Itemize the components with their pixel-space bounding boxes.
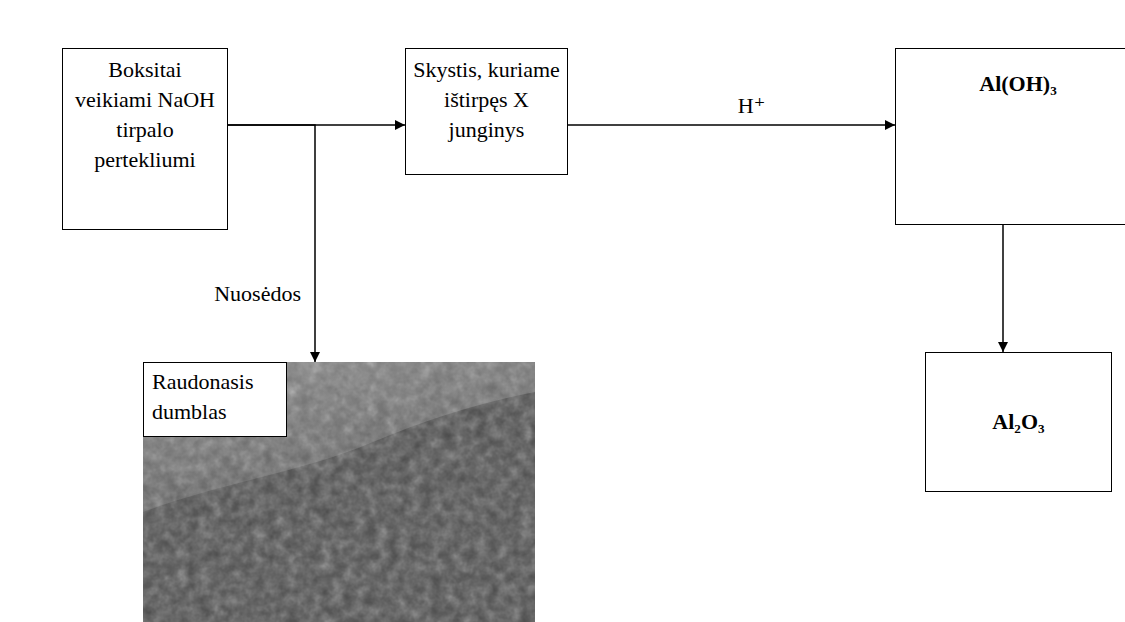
edge-label: H⁺ xyxy=(736,93,768,119)
process-box: Al₂O₃ xyxy=(925,352,1112,492)
process-box: Al(OH)₃ xyxy=(895,48,1125,225)
node-text: Al₂O₃ xyxy=(934,407,1104,437)
photo-node: Raudonasis dumblas xyxy=(143,362,535,622)
flow-arrow xyxy=(568,124,895,126)
node-text: Boksitai veikiami NaOH tirpalo pertekliu… xyxy=(70,55,220,175)
process-box: Skystis, kuriame ištirpęs X junginys xyxy=(405,48,568,175)
node-text: Al(OH)₃ xyxy=(918,69,1118,99)
flow-arrow xyxy=(228,125,315,362)
flow-arrow xyxy=(1002,225,1004,352)
edge-label: Nuosėdos xyxy=(212,281,303,307)
process-box: Boksitai veikiami NaOH tirpalo pertekliu… xyxy=(62,48,228,230)
node-text: Raudonasis dumblas xyxy=(152,367,278,427)
node-text: Skystis, kuriame ištirpęs X junginys xyxy=(409,55,564,145)
label-box: Raudonasis dumblas xyxy=(143,362,287,437)
